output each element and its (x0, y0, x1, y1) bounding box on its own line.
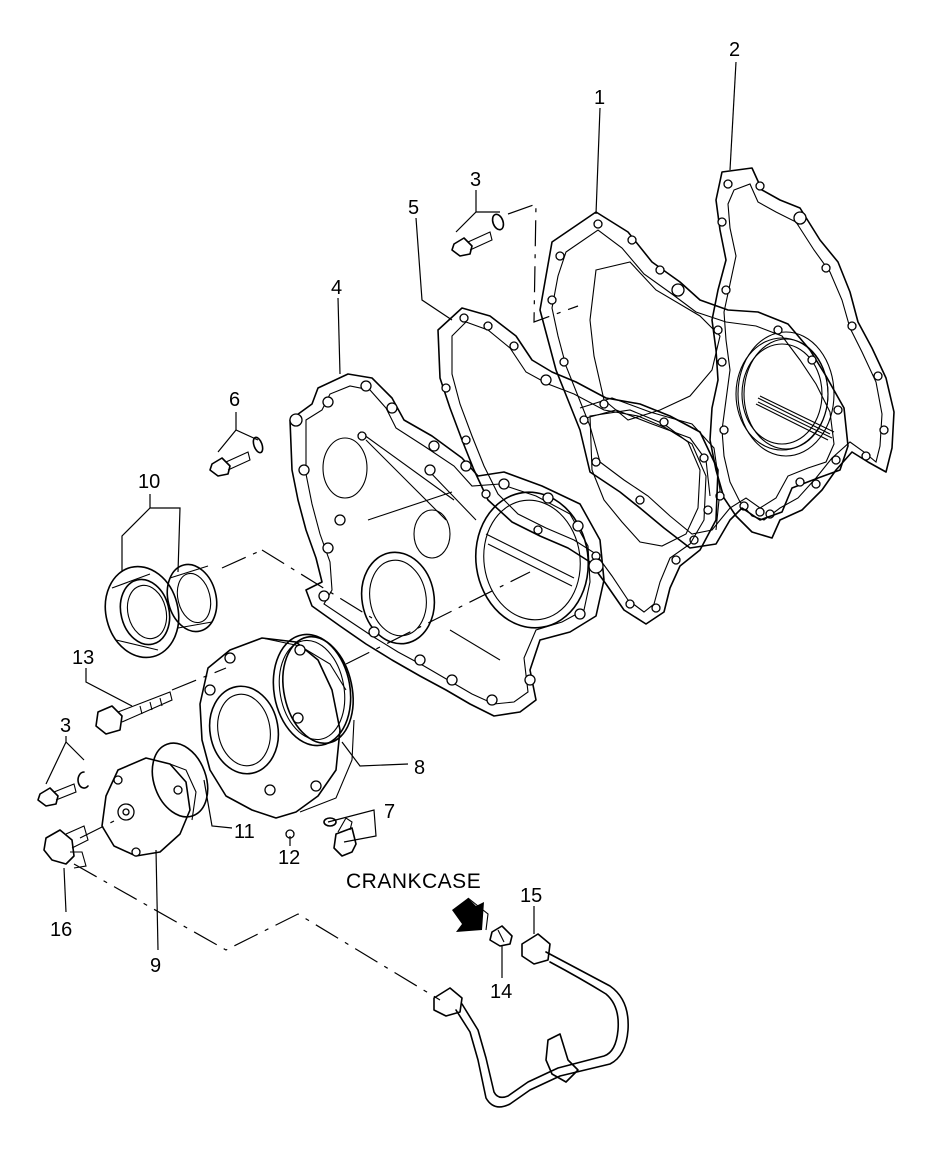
part-16-elbow-fitting (43, 825, 89, 869)
callout-16: 16 (50, 919, 72, 941)
part-1-rear-plate (539, 211, 849, 549)
part-7-drain-plug (323, 817, 357, 857)
callout-2: 2 (729, 39, 740, 61)
callout-labels: 1 2 3 5 4 6 10 13 3 8 7 11 12 16 9 14 15… (50, 39, 740, 1003)
part-5-front-cover-gasket (437, 307, 719, 625)
part-6-bolt (209, 436, 264, 477)
callout-5: 5 (408, 197, 419, 219)
part-8-o-ring (282, 635, 354, 745)
part-9-end-cap (101, 757, 197, 857)
part-14-fitting (489, 925, 513, 947)
callout-15: 15 (520, 885, 542, 907)
part-12-pump-housing (199, 633, 355, 839)
callout-1: 1 (594, 87, 605, 109)
crankcase-arrow-icon (452, 897, 489, 932)
crankcase-label: CRANKCASE (346, 870, 481, 893)
callout-14: 14 (490, 981, 512, 1003)
callout-4: 4 (331, 277, 342, 299)
callout-11: 11 (234, 821, 255, 843)
part-3-lower-bolt (37, 771, 89, 807)
callout-13: 13 (72, 647, 94, 669)
part-4-front-cover (289, 373, 605, 717)
callout-7: 7 (384, 801, 395, 823)
callout-8: 8 (414, 757, 425, 779)
part-3-upper-bolt (451, 213, 505, 257)
callout-10: 10 (138, 471, 160, 493)
part-15-oil-pipe (433, 933, 629, 1108)
callout-3-upper: 3 (470, 169, 481, 191)
leader-lines (45, 61, 737, 978)
assembly-center-lines (73, 203, 579, 1001)
callout-9: 9 (150, 955, 161, 977)
part-11-o-ring (151, 742, 209, 818)
callout-6: 6 (229, 389, 240, 411)
callout-3-lower: 3 (60, 715, 71, 737)
part-13-long-bolt (95, 691, 173, 735)
part-10-oil-seals (104, 563, 218, 659)
callout-12: 12 (278, 847, 300, 869)
